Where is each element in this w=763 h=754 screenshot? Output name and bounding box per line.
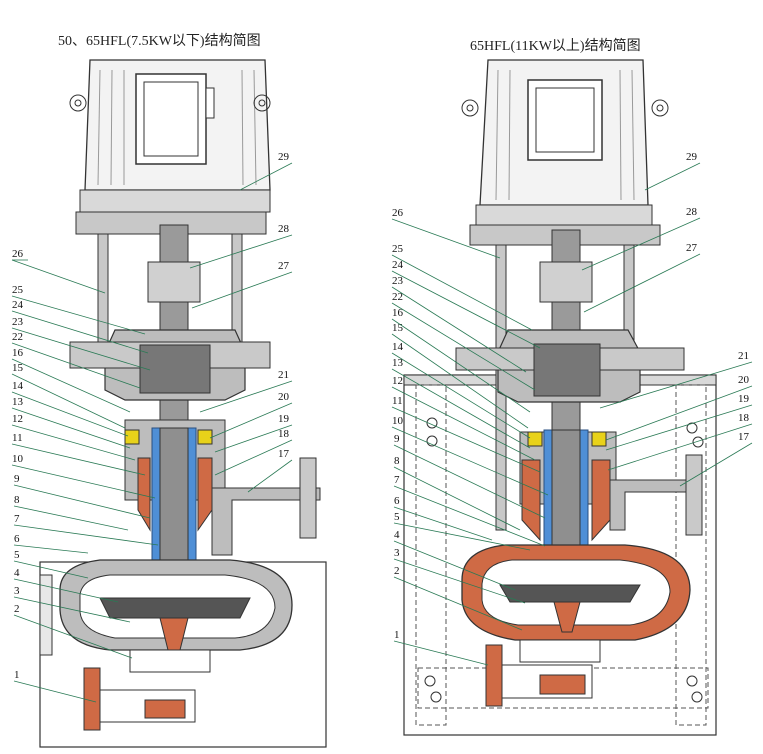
right-label-11: 11 bbox=[392, 395, 403, 407]
left-motor bbox=[69, 59, 271, 213]
left-suction-pipe bbox=[83, 667, 101, 731]
right-label-26: 26 bbox=[392, 207, 404, 219]
left-label-3: 3 bbox=[14, 585, 20, 597]
right-label-23: 23 bbox=[392, 275, 404, 287]
left-label-28: 28 bbox=[278, 223, 290, 235]
left-label-15: 15 bbox=[12, 362, 24, 374]
right-label-15: 15 bbox=[392, 322, 404, 334]
right-label-5: 5 bbox=[394, 511, 400, 523]
right-label-29: 29 bbox=[686, 151, 698, 163]
right-label-24: 24 bbox=[392, 259, 404, 271]
right-pump bbox=[403, 59, 717, 736]
left-label-8: 8 bbox=[14, 494, 20, 506]
left-copper-liner-l bbox=[137, 457, 151, 532]
right-label-2: 2 bbox=[394, 565, 400, 577]
left-label-12: 12 bbox=[12, 413, 23, 425]
left-seal-yellow-l bbox=[124, 429, 140, 445]
right-label-9: 9 bbox=[394, 433, 400, 445]
left-label-18: 18 bbox=[278, 428, 290, 440]
left-label-23: 23 bbox=[12, 316, 24, 328]
right-label-18: 18 bbox=[738, 412, 750, 424]
left-label-2: 2 bbox=[14, 603, 20, 615]
right-label-22: 22 bbox=[392, 291, 403, 303]
left-label-29: 29 bbox=[278, 151, 290, 163]
right-label-6: 6 bbox=[394, 495, 400, 507]
left-label-20: 20 bbox=[278, 391, 290, 403]
right-label-28: 28 bbox=[686, 206, 698, 218]
right-label-4: 4 bbox=[394, 529, 400, 541]
left-label-24: 24 bbox=[12, 299, 24, 311]
left-diagram-title: 50、65HFL(7.5KW以下)结构简图 bbox=[58, 34, 261, 49]
left-bracket-col-left bbox=[97, 233, 109, 345]
right-seal-yellow-l bbox=[527, 431, 543, 447]
right-label-21: 21 bbox=[738, 350, 749, 362]
right-suction-pipe bbox=[485, 644, 503, 707]
right-label-17: 17 bbox=[738, 431, 750, 443]
left-seal-yellow-r bbox=[197, 429, 213, 445]
left-label-26: 26 bbox=[12, 248, 24, 260]
left-bracket-col-right bbox=[231, 233, 243, 345]
left-label-6: 6 bbox=[14, 533, 20, 545]
left-label-25: 25 bbox=[12, 284, 24, 296]
left-label-5: 5 bbox=[14, 549, 20, 561]
right-label-27: 27 bbox=[686, 242, 698, 254]
left-impeller bbox=[99, 597, 251, 619]
left-label-10: 10 bbox=[12, 453, 24, 465]
left-base-foot bbox=[39, 574, 53, 656]
left-label-9: 9 bbox=[14, 473, 20, 485]
right-label-13: 13 bbox=[392, 357, 404, 369]
right-label-12: 12 bbox=[392, 375, 403, 387]
right-label-19: 19 bbox=[738, 393, 750, 405]
left-label-1: 1 bbox=[14, 669, 20, 681]
right-seal-yellow-r bbox=[591, 431, 607, 447]
right-label-20: 20 bbox=[738, 374, 750, 386]
left-label-11: 11 bbox=[12, 432, 23, 444]
left-label-14: 14 bbox=[12, 380, 24, 392]
left-label-19: 19 bbox=[278, 413, 290, 425]
right-motor bbox=[461, 59, 669, 226]
right-label-16: 16 bbox=[392, 307, 404, 319]
left-coupling bbox=[147, 261, 201, 303]
left-label-16: 16 bbox=[12, 347, 24, 359]
right-callouts: 26 25 24 23 22 16 15 14 13 12 11 10 9 8 … bbox=[391, 151, 753, 666]
right-label-10: 10 bbox=[392, 415, 404, 427]
left-pump bbox=[39, 59, 327, 748]
right-label-14: 14 bbox=[392, 341, 404, 353]
right-label-8: 8 bbox=[394, 455, 400, 467]
left-label-27: 27 bbox=[278, 260, 290, 272]
right-label-25: 25 bbox=[392, 243, 404, 255]
left-copper-liner-r bbox=[197, 457, 213, 532]
left-label-22: 22 bbox=[12, 331, 23, 343]
right-copper-liner-r bbox=[591, 459, 611, 542]
left-label-13: 13 bbox=[12, 396, 24, 408]
right-label-3: 3 bbox=[394, 547, 400, 559]
right-copper-liner-l bbox=[521, 459, 541, 542]
left-label-21: 21 bbox=[278, 369, 289, 381]
right-label-1: 1 bbox=[394, 629, 400, 641]
left-label-17: 17 bbox=[278, 448, 290, 460]
left-label-7: 7 bbox=[14, 513, 20, 525]
right-impeller bbox=[499, 584, 641, 603]
left-callouts: 26 25 24 23 22 16 15 14 13 12 11 10 9 8 … bbox=[11, 151, 293, 703]
right-diagram-title: 65HFL(11KW以上)结构简图 bbox=[470, 39, 641, 54]
right-label-7: 7 bbox=[394, 474, 400, 486]
right-coupling bbox=[539, 261, 593, 303]
left-label-4: 4 bbox=[14, 567, 20, 579]
